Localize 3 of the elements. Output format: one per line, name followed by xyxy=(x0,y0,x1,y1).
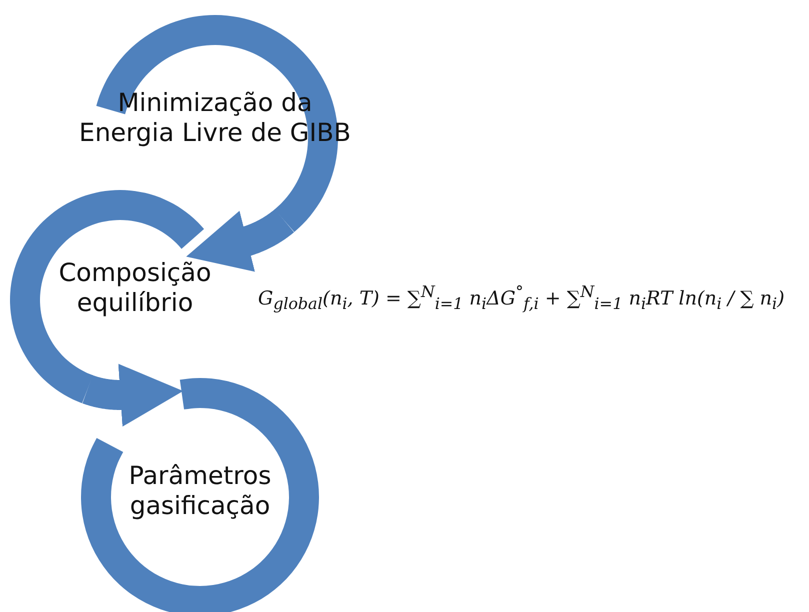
formula: G$_{global}$(n$_{i}$, T) = ∑$^{N}$$_{i=1}$ n$_{i}$ΔG$^{°}$$_{f,i}$ + ∑$^{N}$$_{i=1}$ n$_{i}$RT ln(n$_{i}$ / ∑ n$_{i}$) xyxy=(258,282,785,314)
node-label: Composição equilíbrio xyxy=(58,258,212,318)
node-label: Parâmetros gasificação xyxy=(128,461,272,521)
